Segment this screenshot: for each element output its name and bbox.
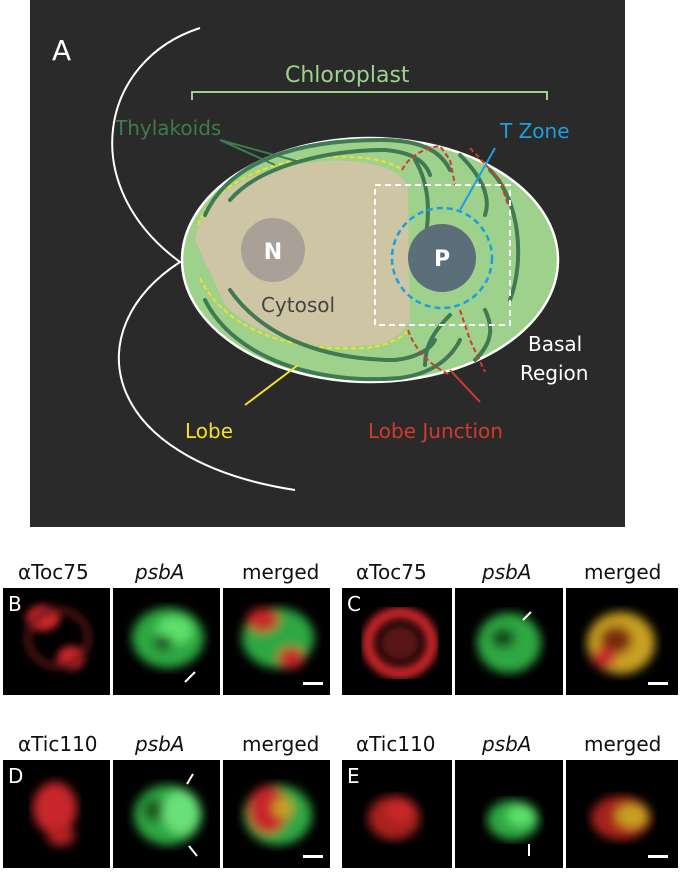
panel-c-merged-image xyxy=(566,588,678,695)
panel-c-toc75-image: C xyxy=(342,588,452,695)
panel-c-title-3: merged xyxy=(584,560,662,584)
panel-b-psba-image xyxy=(113,588,220,695)
arrow-icon xyxy=(184,671,196,683)
thylakoids-leader xyxy=(219,139,301,166)
panel-e-merged-image xyxy=(566,760,678,868)
panel-b-merged-image xyxy=(223,588,330,695)
panel-e-psba-image xyxy=(455,760,563,868)
panel-d-merged-image xyxy=(223,760,330,868)
arrow-icon xyxy=(522,611,532,621)
thylakoids-label: Thylakoids xyxy=(114,116,221,140)
basal-region-label-1: Basal xyxy=(528,332,582,356)
t-zone-leader xyxy=(459,147,496,211)
panel-c-psba-image xyxy=(455,588,563,695)
panel-e-title-1: αTic110 xyxy=(356,732,436,756)
panel-b-title-2: psbA xyxy=(135,560,185,584)
lobe-junction-outline xyxy=(401,144,509,376)
t-zone-label: T Zone xyxy=(499,119,570,143)
pyrenoid xyxy=(408,224,476,292)
lobe-label: Lobe xyxy=(185,419,233,443)
nucleus-label: N xyxy=(264,240,282,265)
thylakoids xyxy=(203,137,521,382)
panel-c-title-2: psbA xyxy=(482,560,532,584)
basal-region-label-2: Region xyxy=(520,361,588,385)
lobe-junction-label: Lobe Junction xyxy=(368,419,503,443)
panel-d-title-2: psbA xyxy=(135,732,185,756)
panel-letter-b: B xyxy=(8,592,22,616)
lobe-outline-bottom xyxy=(199,277,409,350)
scale-bar xyxy=(303,682,323,685)
scale-bar xyxy=(648,855,668,858)
panel-e-title-2: psbA xyxy=(482,732,532,756)
panel-letter-a: A xyxy=(52,34,71,67)
panel-c-title-1: αToc75 xyxy=(356,560,427,584)
t-zone-circle xyxy=(390,206,494,310)
chloroplast-bracket xyxy=(191,91,548,100)
lobe-junction-leader xyxy=(449,369,481,403)
panel-letter-e: E xyxy=(347,764,360,788)
arrow-icon xyxy=(188,845,198,857)
panel-e-tic110-image: E xyxy=(342,760,452,868)
panel-a-diagram: A Chloroplast Thylakoids T Zone N P Cyto… xyxy=(30,0,625,527)
panel-b-title-1: αToc75 xyxy=(18,560,89,584)
scale-bar xyxy=(648,682,668,685)
panel-d-tic110-image: D xyxy=(3,760,110,868)
cell-diagram: A Chloroplast Thylakoids T Zone N P Cyto… xyxy=(52,27,588,491)
cell-outline xyxy=(111,27,296,491)
scale-bar xyxy=(303,855,323,858)
panel-letter-c: C xyxy=(347,592,361,616)
chloroplast-label: Chloroplast xyxy=(285,63,410,88)
panel-letter-d: D xyxy=(8,764,24,788)
nucleus xyxy=(241,218,305,282)
pyrenoid-label: P xyxy=(434,247,450,272)
cytosol-label: Cytosol xyxy=(261,293,335,317)
basal-region-box xyxy=(374,184,511,326)
panel-d-psba-image xyxy=(113,760,220,868)
panel-d-title-3: merged xyxy=(242,732,320,756)
lobe-leader xyxy=(244,364,299,406)
panel-d-title-1: αTic110 xyxy=(18,732,98,756)
panel-b-toc75-image: B xyxy=(3,588,110,695)
panel-b-title-3: merged xyxy=(242,560,320,584)
panel-e-title-3: merged xyxy=(584,732,662,756)
arrow-icon xyxy=(186,773,194,785)
